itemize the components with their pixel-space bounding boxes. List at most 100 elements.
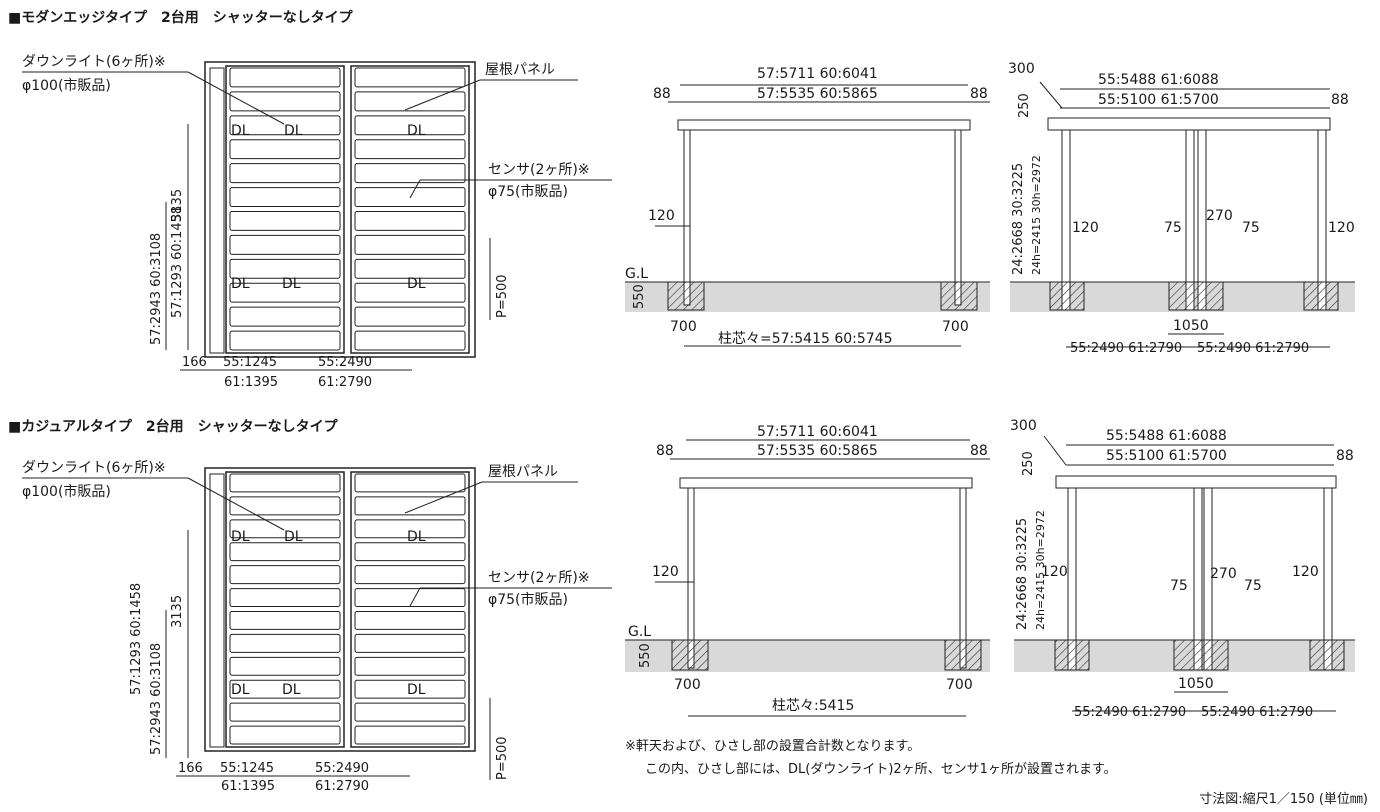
- roof-slat: [354, 330, 466, 351]
- side-eave-right: 88: [970, 443, 988, 459]
- dim-left-outer: 57:2943 60:3108: [149, 233, 164, 345]
- roof-slat: [354, 519, 466, 539]
- roof-slat: [229, 542, 341, 562]
- side-dim-top2: 57:5535 60:5865: [757, 443, 878, 459]
- dl-mark: DL: [407, 276, 426, 292]
- side-foot-right: 700: [946, 677, 973, 693]
- roof-slat: [229, 258, 341, 279]
- note-line-1: ※軒天および、ひさし部の設置合計数となります。: [625, 738, 920, 754]
- dim-b3: 61:1395: [224, 375, 278, 390]
- dim-b2: 55:2490: [315, 761, 369, 776]
- roof-slat: [354, 473, 466, 493]
- dl-mark: DL: [284, 529, 303, 545]
- sensor-label: センサ(2ヶ所)※: [488, 570, 590, 586]
- roof-slat: [229, 473, 341, 493]
- side-pitch: 柱芯々:5415: [772, 698, 854, 714]
- roof-slat: [354, 656, 466, 676]
- roof-panel-slats: [229, 67, 466, 351]
- roof-slat: [229, 234, 341, 255]
- section-heading: ■モダンエッジタイプ 2台用 シャッターなしタイプ: [8, 9, 354, 26]
- dim-left-mid: 57:1293 60:1458: [129, 583, 144, 695]
- roof-slat: [229, 282, 341, 303]
- roof-slat: [229, 496, 341, 516]
- sensor-size-label: φ75(市販品): [488, 183, 568, 200]
- dim-p500: P=500: [495, 736, 510, 780]
- section-heading: ■カジュアルタイプ 2台用 シャッターなしタイプ: [8, 418, 339, 435]
- roof-slat: [354, 306, 466, 327]
- front-post-120-right: 120: [1292, 564, 1319, 580]
- dl-mark: DL: [407, 529, 426, 545]
- front-dim-top1: 55:5488 61:6088: [1098, 72, 1219, 88]
- dim-166: 166: [182, 355, 207, 370]
- side-foot-right: 700: [942, 319, 969, 335]
- side-dim-top1: 57:5711 60:6041: [757, 66, 878, 82]
- dim-3135: 3135: [170, 595, 185, 628]
- dim-left-mid: 57:1293 60:1458: [170, 206, 185, 318]
- side-view: [625, 439, 990, 717]
- roof-slat: [229, 330, 341, 351]
- side-pitch: 柱芯々=57:5415 60:5745: [718, 331, 893, 347]
- dl-mark: DL: [282, 276, 301, 292]
- roof-slat: [354, 163, 466, 184]
- roof-slat: [354, 139, 466, 160]
- sensor-size-label: φ75(市販品): [488, 591, 568, 608]
- front-view: [1014, 435, 1355, 712]
- front-dim-300: 300: [1010, 418, 1037, 434]
- downlight-label: ダウンライト(6ヶ所)※: [22, 460, 166, 476]
- dl-mark: DL: [231, 529, 250, 545]
- side-post: 120: [648, 208, 675, 224]
- roof-slat: [229, 91, 341, 112]
- dim-166: 166: [178, 761, 203, 776]
- front-dim-bottom-right: 55:2490 61:2790: [1201, 705, 1313, 720]
- dim-b1: 55:1245: [223, 355, 277, 370]
- roof-slat: [354, 725, 466, 745]
- scale-note: 寸法図:縮尺1／150 (単位㎜): [1199, 791, 1368, 807]
- front-post-270: 270: [1206, 208, 1233, 224]
- roof-slat: [354, 611, 466, 630]
- side-dim-top2: 57:5535 60:5865: [757, 86, 878, 102]
- roof-slat: [229, 702, 341, 722]
- dim-b3: 61:1395: [221, 779, 275, 794]
- dim-b1: 55:1245: [220, 761, 274, 776]
- side-depth: 550: [632, 284, 647, 309]
- front-dim-1050: 1050: [1173, 318, 1209, 334]
- front-dim-300: 300: [1008, 61, 1035, 77]
- roof-slat: [354, 633, 466, 653]
- downlight-size-label: φ100(市販品): [22, 77, 111, 94]
- front-dim-88: 88: [1336, 448, 1354, 464]
- plan-view: [204, 61, 476, 358]
- roof-slat: [229, 211, 341, 231]
- dl-mark: DL: [282, 682, 301, 698]
- side-eave-left: 88: [656, 443, 674, 459]
- roof-slat: [229, 565, 341, 585]
- dim-3135: 3135: [170, 189, 185, 222]
- front-post-270: 270: [1210, 566, 1237, 582]
- roof-slat: [229, 725, 341, 745]
- front-post-120-left: 120: [1041, 564, 1068, 580]
- front-post-75-right: 75: [1242, 220, 1260, 236]
- roof-slat: [354, 679, 466, 699]
- roof-slat: [229, 115, 341, 136]
- dim-left-outer: 57:2943 60:3108: [149, 643, 164, 755]
- roof-slat: [229, 306, 341, 327]
- roof-slat: [229, 519, 341, 539]
- front-dim-h2: 24h=2415 30h=2972: [1030, 155, 1043, 275]
- front-dim-top2: 55:5100 61:5700: [1106, 448, 1227, 464]
- roof-slat: [229, 656, 341, 676]
- roof-slat: [354, 211, 466, 231]
- roof-slat: [354, 115, 466, 136]
- dim-p500: P=500: [495, 274, 510, 318]
- roof-slat: [229, 67, 341, 88]
- side-eave-left: 88: [653, 86, 671, 102]
- roof-panel-label: 屋根パネル: [485, 62, 555, 78]
- dim-b2: 55:2490: [318, 355, 372, 370]
- roof-slat: [354, 282, 466, 303]
- dl-mark: DL: [284, 123, 303, 139]
- roof-slat: [354, 496, 466, 516]
- side-gl: G.L: [628, 624, 651, 640]
- front-view: [1010, 81, 1355, 348]
- dim-b4: 61:2790: [315, 779, 369, 794]
- note-line-2: この内、ひさし部には、DL(ダウンライト)2ヶ所、センサ1ヶ所が設置されます。: [645, 761, 1117, 777]
- front-post-75-left: 75: [1164, 220, 1182, 236]
